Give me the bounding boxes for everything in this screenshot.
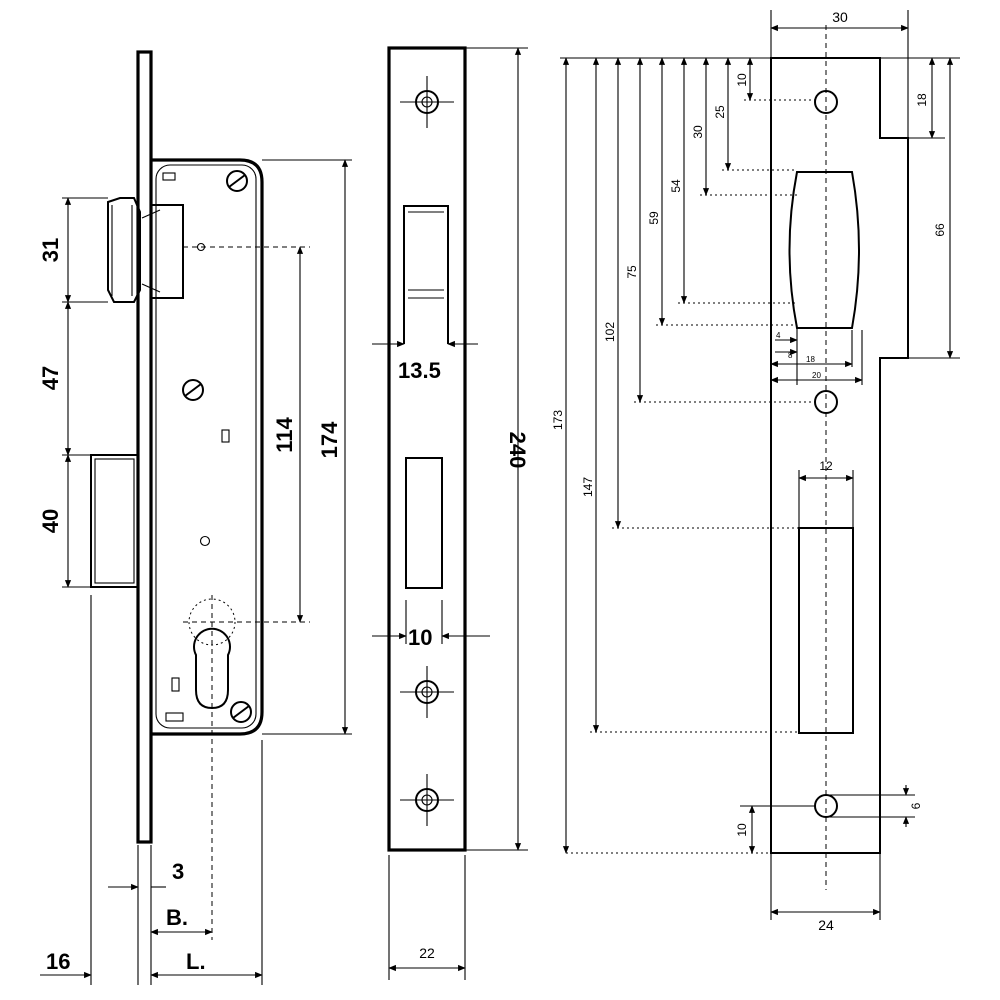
strike-hole-top [814,90,838,114]
dim-75: 75 [625,265,639,279]
deadbolt [90,454,139,588]
deadbolt-slot [405,457,443,589]
dim-147: 147 [581,477,595,497]
screw-icon [226,170,248,192]
dim-31: 31 [38,238,63,262]
faceplate-view: 13.5 240 10 22 [372,46,530,980]
dim-18-right: 18 [915,93,929,107]
latch-bolt [107,197,184,303]
dim-10-bottom: 10 [735,823,749,837]
dim-174: 174 [317,421,342,458]
strike-hole-bottom [814,794,838,818]
euro-cylinder-hole [193,627,231,710]
screw-icon [182,379,204,401]
dim-6: 6 [909,802,923,809]
dim-59: 59 [647,211,661,225]
latch-slot [403,205,449,344]
dim-22: 22 [419,945,435,961]
dim-47: 47 [38,366,63,390]
dim-30-vertical: 30 [691,125,705,139]
screw-hole-icon [400,666,454,718]
dim-102: 102 [603,322,617,342]
dim-3: 3 [172,859,184,884]
screw-hole-icon [400,76,454,128]
dim-30-top: 30 [832,9,848,25]
dim-24: 24 [818,917,834,933]
dim-12: 12 [819,459,833,473]
dim-40: 40 [38,509,63,533]
dim-4: 4 [776,331,781,340]
dim-10-slot: 10 [408,625,432,650]
dim-13-5: 13.5 [398,358,441,383]
dim-10-top: 10 [735,73,749,87]
dim-16: 16 [46,949,70,974]
screw-icon [230,701,252,723]
latch-opening [788,171,860,329]
lock-case [151,158,264,736]
faceplate [387,46,467,852]
dim-114: 114 [272,416,297,452]
screw-hole-icon [400,774,454,826]
deadbolt-opening [798,527,854,734]
dim-173: 173 [551,410,565,430]
dim-66: 66 [933,223,947,237]
dim-20: 20 [812,371,821,380]
dim-B: B. [166,905,188,930]
dim-18-horizontal: 18 [806,355,815,364]
dim-25: 25 [713,105,727,119]
forend-plate [136,50,153,844]
strike-plate-view: 30 173 147 102 75 59 54 30 25 10 [551,9,960,933]
dim-54: 54 [669,179,683,193]
dim-L: L. [186,949,206,974]
lock-body-view: 31 47 40 114 174 3 B. L. 16 [38,50,352,985]
dim-240: 240 [505,432,530,469]
dim-8: 8 [788,351,793,360]
